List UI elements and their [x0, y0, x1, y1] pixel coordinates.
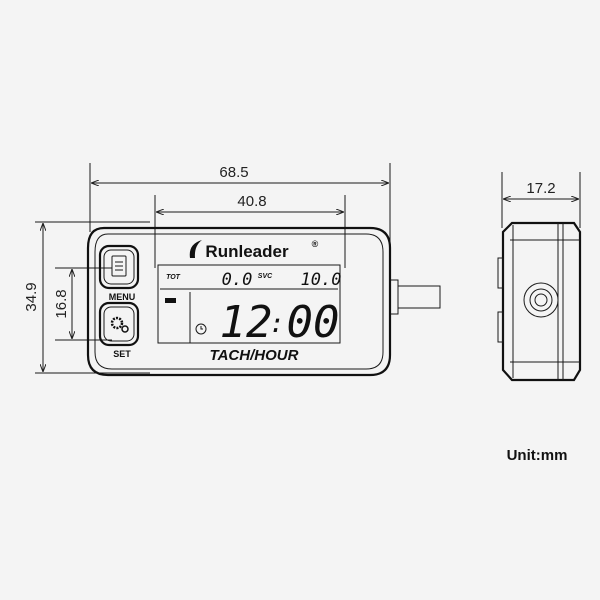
model-label: TACH/HOUR	[210, 347, 299, 364]
dimension-display-height: 16.8	[53, 267, 112, 341]
alarm-clock-icon	[195, 323, 207, 335]
registered-mark: ®	[312, 239, 319, 249]
display-width-label: 40.8	[237, 193, 266, 210]
brand-logo: Runleader ®	[189, 239, 319, 261]
tot-label: TOT	[166, 274, 181, 281]
clock-separator: :	[269, 309, 285, 339]
device-side-view	[497, 221, 582, 382]
settings-gears-icon	[110, 316, 129, 333]
lcd-display: TOT 0.0 SVC 10.0 12 : 00	[157, 264, 342, 348]
overall-width-label: 68.5	[219, 164, 248, 181]
device-front: MENU SET Runleader ® TOT 0.0 SVC 10.0	[86, 226, 392, 377]
dimension-overall-height: 34.9	[23, 221, 150, 374]
menu-icon	[111, 255, 127, 277]
unit-label: Unit:mm	[507, 447, 568, 464]
menu-label: MENU	[109, 292, 136, 302]
clock-minutes: 00	[287, 297, 340, 348]
cable	[389, 279, 441, 315]
leaf-logo-icon	[189, 240, 202, 258]
set-button[interactable]	[98, 301, 140, 347]
svc-value: 10.0	[301, 270, 342, 290]
set-label: SET	[113, 349, 131, 359]
cable-connector	[523, 282, 559, 318]
menu-button[interactable]	[98, 244, 140, 290]
dimension-depth: 17.2	[501, 172, 581, 228]
brand-name: Runleader	[205, 242, 289, 261]
tot-value: 0.0	[222, 270, 253, 290]
depth-label: 17.2	[526, 180, 555, 197]
clock-hours: 12	[220, 297, 273, 348]
battery-icon	[165, 298, 176, 303]
overall-height-label: 34.9	[23, 282, 40, 311]
svc-label: SVC	[258, 273, 273, 280]
display-height-label: 16.8	[53, 289, 70, 318]
dimension-display-width: 40.8	[154, 193, 346, 268]
dimension-overall-width: 68.5	[89, 163, 391, 262]
